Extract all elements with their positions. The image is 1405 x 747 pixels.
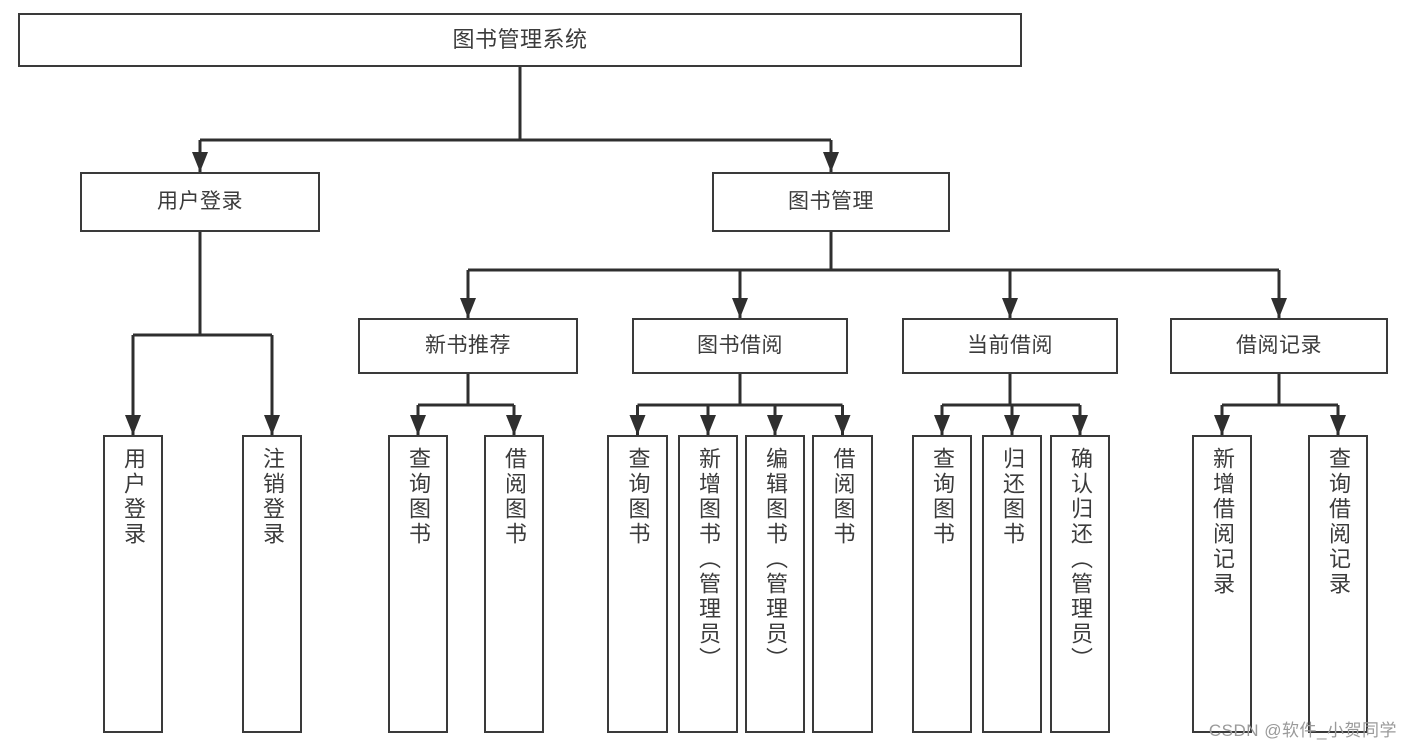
node-leaf-query-book-3[interactable]: 查询图书 [912,435,972,733]
arrowhead-leaf-query-record [1330,415,1346,435]
node-label-leaf-logout: 注销登录 [260,447,285,547]
node-label-borrow-record: 借阅记录 [1236,333,1322,357]
node-book-borrow[interactable]: 图书借阅 [632,318,848,374]
arrowhead-leaf-logout [264,415,280,435]
node-label-leaf-query-book-2: 查询图书 [625,447,651,547]
arrowhead-leaf-add-record [1214,415,1230,435]
node-leaf-borrow-book-1[interactable]: 借阅图书 [484,435,544,733]
node-label-book-borrow: 图书借阅 [697,333,783,357]
arrowhead-current-borrow [1002,298,1018,318]
node-label-leaf-add-book: 新增图书（管理员） [696,447,721,672]
arrowhead-new-book-recommend [460,298,476,318]
node-label-leaf-add-record: 新增借阅记录 [1210,447,1235,597]
node-label-root: 图书管理系统 [452,26,588,52]
arrowhead-leaf-query-book-3 [934,415,950,435]
node-label-leaf-borrow-book-1: 借阅图书 [502,447,527,547]
node-leaf-user-login[interactable]: 用户登录 [103,435,163,733]
arrowhead-book-manage [823,152,839,172]
arrowhead-borrow-record [1271,298,1287,318]
arrowhead-leaf-return-book [1004,415,1020,435]
node-label-book-manage: 图书管理 [788,189,874,213]
node-book-manage[interactable]: 图书管理 [712,172,950,232]
node-label-leaf-query-book-3: 查询图书 [930,447,955,547]
arrowhead-leaf-add-book [700,415,716,435]
node-label-leaf-user-login: 用户登录 [121,447,146,547]
arrowhead-leaf-query-book-1 [410,415,426,435]
arrowhead-leaf-confirm-return [1072,415,1088,435]
node-leaf-query-book-2[interactable]: 查询图书 [607,435,668,733]
node-label-user-login: 用户登录 [157,189,243,213]
node-label-leaf-borrow-book-2: 借阅图书 [830,447,856,547]
arrowhead-book-borrow [732,298,748,318]
node-label-current-borrow: 当前借阅 [967,333,1053,357]
node-leaf-confirm-return[interactable]: 确认归还（管理员） [1050,435,1110,733]
arrowhead-user-login [192,152,208,172]
node-leaf-add-book[interactable]: 新增图书（管理员） [678,435,738,733]
node-current-borrow[interactable]: 当前借阅 [902,318,1118,374]
node-label-leaf-query-record: 查询借阅记录 [1326,447,1351,597]
node-label-new-book-recommend: 新书推荐 [425,333,511,357]
node-label-leaf-edit-book: 编辑图书（管理员） [763,447,788,672]
node-leaf-edit-book[interactable]: 编辑图书（管理员） [745,435,805,733]
node-user-login[interactable]: 用户登录 [80,172,320,232]
arrowhead-leaf-borrow-book-1 [506,415,522,435]
node-leaf-add-record[interactable]: 新增借阅记录 [1192,435,1252,733]
node-label-leaf-return-book: 归还图书 [1000,447,1025,547]
csdn-watermark: CSDN @软件_小贺同学 [1208,721,1397,740]
node-borrow-record[interactable]: 借阅记录 [1170,318,1388,374]
arrowhead-leaf-query-book-2 [629,415,646,435]
node-leaf-query-book-1[interactable]: 查询图书 [388,435,448,733]
node-new-book-recommend[interactable]: 新书推荐 [358,318,578,374]
node-leaf-logout[interactable]: 注销登录 [242,435,302,733]
node-label-leaf-query-book-1: 查询图书 [406,447,431,547]
node-label-leaf-confirm-return: 确认归还（管理员） [1068,447,1093,672]
node-leaf-return-book[interactable]: 归还图书 [982,435,1042,733]
node-leaf-query-record[interactable]: 查询借阅记录 [1308,435,1368,733]
arrowhead-leaf-borrow-book-2 [834,415,851,435]
node-leaf-borrow-book-2[interactable]: 借阅图书 [812,435,873,733]
node-root[interactable]: 图书管理系统 [18,13,1022,67]
arrowhead-leaf-edit-book [767,415,783,435]
arrowhead-leaf-user-login [125,415,141,435]
